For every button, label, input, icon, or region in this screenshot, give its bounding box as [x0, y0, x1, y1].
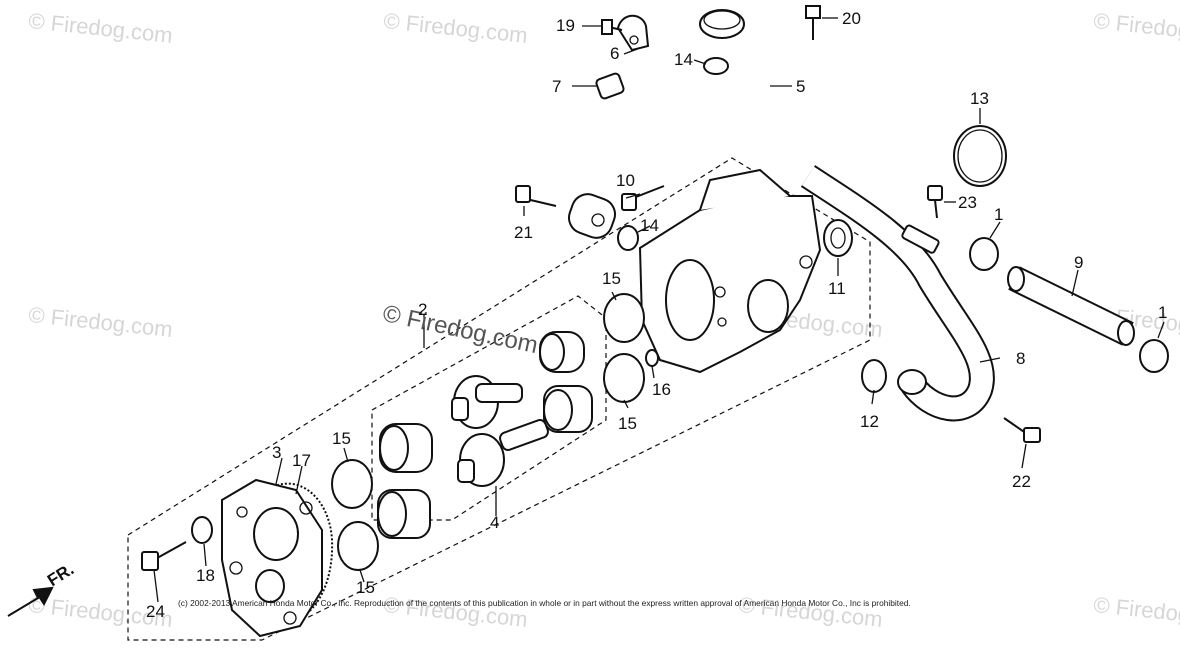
callout-13[interactable]: 13 [970, 89, 989, 108]
bolt-24 [141, 541, 187, 571]
front-direction-arrow [7, 586, 54, 617]
dowel-pin [645, 349, 659, 367]
gear-group-boundary [371, 295, 607, 521]
bolt-10 [621, 185, 665, 211]
pump-cover [221, 478, 323, 638]
callout-3[interactable]: 3 [272, 443, 282, 462]
callout-1[interactable]: 1 [994, 205, 1004, 224]
drive-gear [451, 375, 523, 429]
callout-15-b[interactable]: 15 [618, 414, 637, 433]
bolt-20 [805, 5, 821, 40]
callout-4[interactable]: 4 [490, 513, 500, 532]
oil-seal [823, 219, 853, 257]
callout-5[interactable]: 5 [796, 77, 806, 96]
assembly-boundary [127, 157, 871, 641]
callout-14-lower[interactable]: 14 [640, 216, 659, 235]
bushing [543, 385, 593, 433]
callout-20[interactable]: 20 [842, 9, 861, 28]
hose-9 [1007, 266, 1135, 346]
callout-17[interactable]: 17 [292, 451, 311, 470]
bushing [379, 423, 433, 473]
callout-19[interactable]: 19 [556, 16, 575, 35]
o-ring-15 [337, 521, 379, 571]
callout-7[interactable]: 7 [552, 77, 562, 96]
callout-14[interactable]: 14 [674, 50, 693, 69]
callout-15-c[interactable]: 15 [332, 429, 351, 448]
oil-pipe [567, 9, 754, 239]
callout-24[interactable]: 24 [146, 602, 165, 621]
o-ring-15 [603, 293, 645, 343]
hose-clamp [969, 237, 999, 271]
o-ring-15 [603, 353, 645, 403]
callout-23[interactable]: 23 [958, 193, 977, 212]
pump-body [638, 168, 822, 374]
hose-clamp [1139, 339, 1169, 373]
leader-lines [153, 17, 1165, 603]
bushing [539, 331, 585, 373]
callout-15[interactable]: 15 [602, 269, 621, 288]
callout-11[interactable]: 11 [828, 279, 846, 298]
rubber-cap [595, 72, 625, 100]
washer [191, 516, 213, 544]
o-ring-13 [953, 125, 1007, 187]
driven-gear [457, 419, 549, 487]
callout-18[interactable]: 18 [196, 566, 215, 585]
callout-8[interactable]: 8 [1016, 349, 1026, 368]
callout-16[interactable]: 16 [652, 380, 671, 399]
hose-8 [800, 165, 995, 422]
callout-10[interactable]: 10 [616, 171, 635, 190]
callout-9[interactable]: 9 [1074, 253, 1084, 272]
bolt-19 [601, 19, 623, 35]
bolt-22 [1003, 417, 1041, 443]
o-ring-12 [861, 359, 887, 393]
bushing [377, 489, 431, 539]
callout-15-d[interactable]: 15 [356, 578, 375, 597]
callout-1-right[interactable]: 1 [1158, 303, 1168, 322]
callout-22[interactable]: 22 [1012, 472, 1031, 491]
callout-2[interactable]: 2 [418, 300, 428, 319]
o-ring-15 [331, 459, 373, 509]
pipe-clamp [616, 14, 650, 52]
bolt-21 [515, 185, 557, 207]
copyright-notice: (c) 2002-2013 American Honda Motor Co., … [178, 598, 911, 608]
bolt-23 [927, 185, 943, 219]
callout-21[interactable]: 21 [514, 223, 533, 242]
o-ring-14-upper [703, 57, 729, 75]
callout-6[interactable]: 6 [610, 44, 620, 63]
callout-12[interactable]: 12 [860, 412, 879, 431]
o-ring-14-lower [617, 225, 639, 251]
